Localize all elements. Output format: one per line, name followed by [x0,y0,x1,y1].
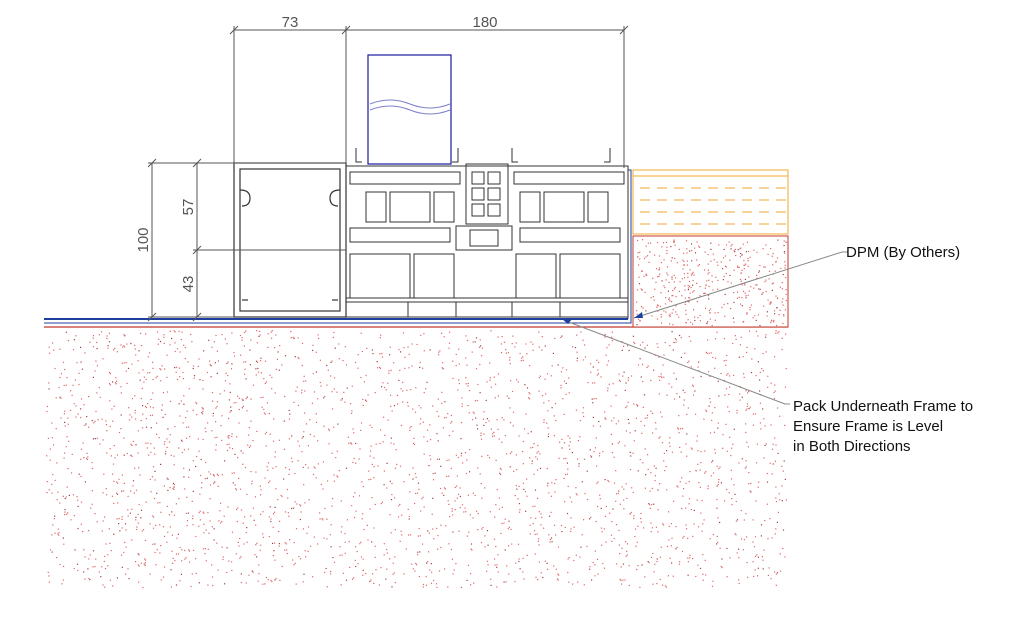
left-dimensions [147,158,346,322]
outer-frame-profile [233,162,347,318]
pack-note-line-2: Ensure Frame is Level [793,418,943,435]
dimension-73: 73 [282,14,299,31]
pack-leader-arrow [562,319,572,324]
top-dimensions [229,25,629,168]
dimension-57: 57 [180,199,197,216]
sash-profiles [345,148,629,318]
screed-block [632,235,789,328]
concrete-slab-hatch [46,330,787,589]
pack-note-line-3: in Both Directions [793,438,911,455]
glass-pane [367,54,452,165]
dimension-180: 180 [472,14,497,31]
screed-hatch [636,239,787,327]
leader-lines [565,251,848,405]
concrete-slab [44,326,788,589]
dimension-43: 43 [180,276,197,293]
insulation-layer [632,169,789,235]
dpm-leader-arrow [634,312,643,318]
dimension-100: 100 [135,227,152,252]
pack-note-line-1: Pack Underneath Frame to [793,398,973,415]
dpm-label: DPM (By Others) [846,244,960,261]
